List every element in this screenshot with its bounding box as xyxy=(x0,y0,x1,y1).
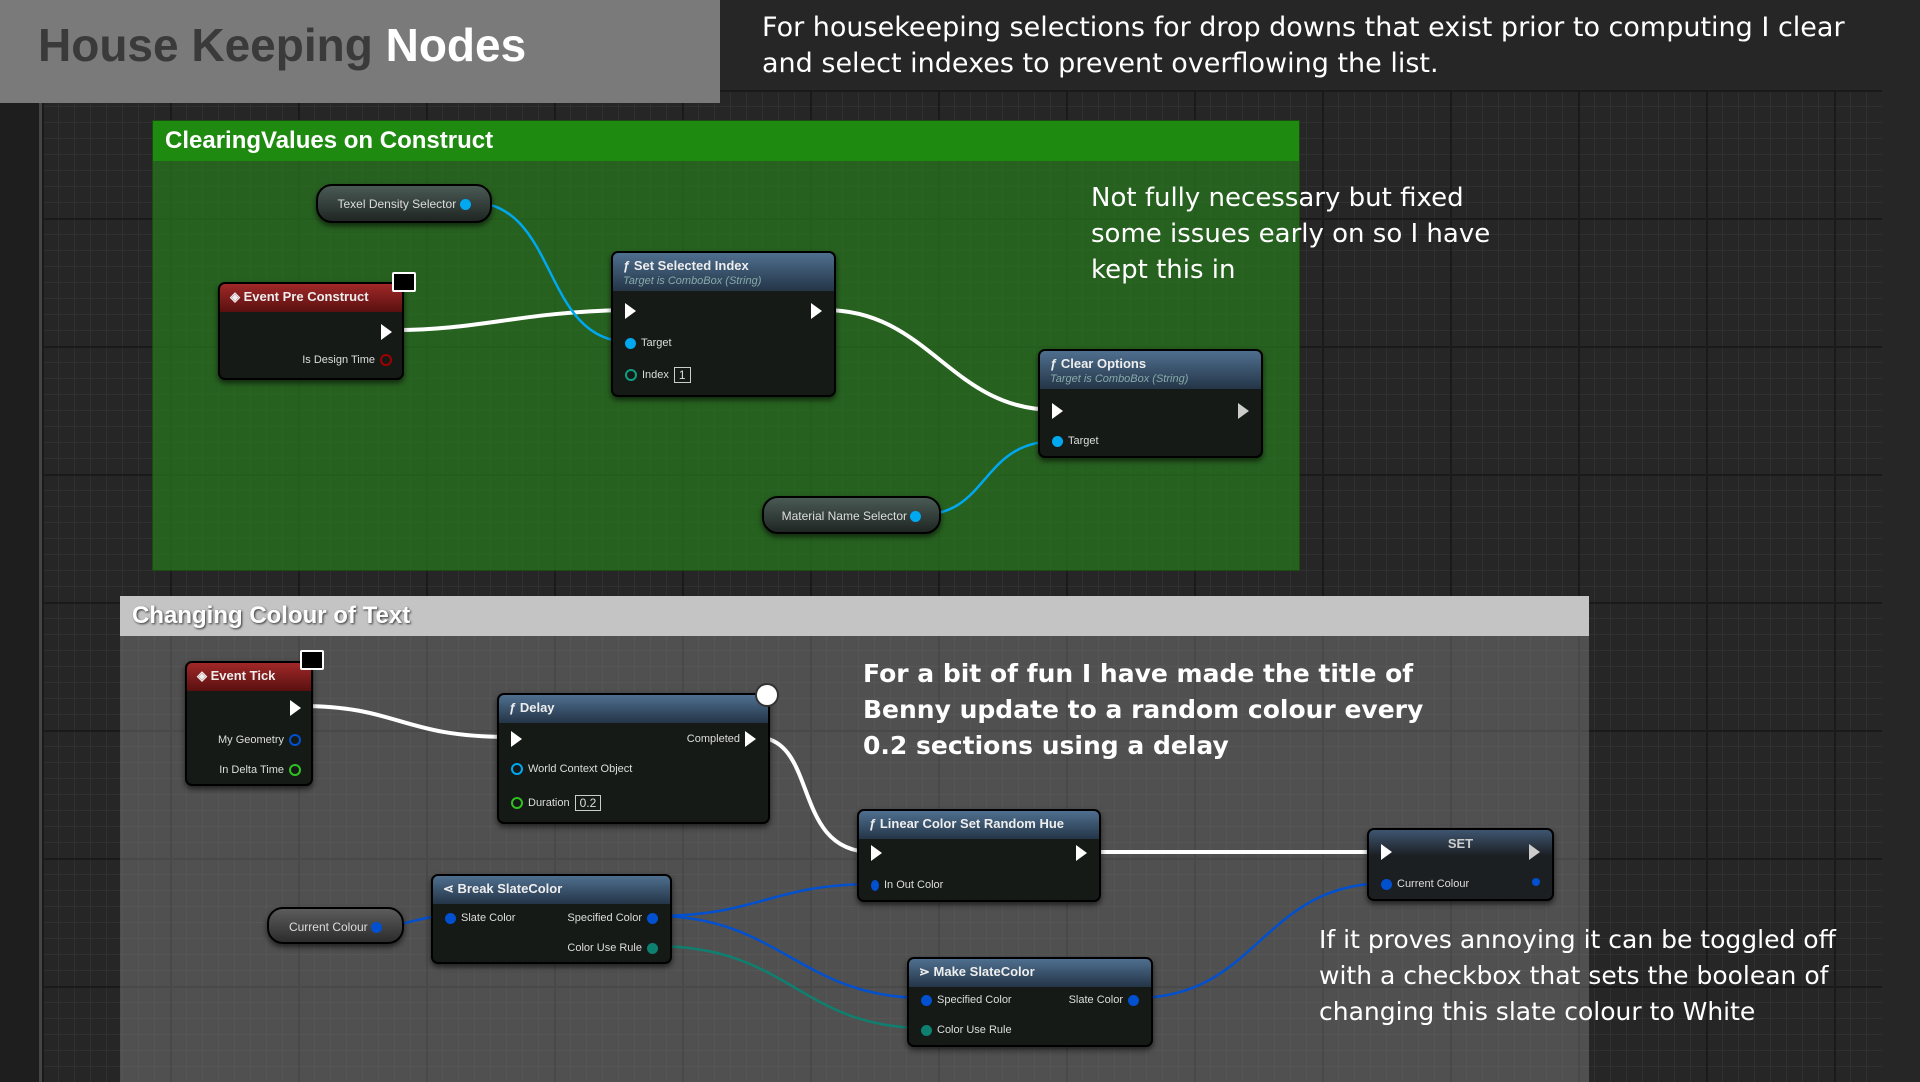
exec-out-pin[interactable] xyxy=(1076,845,1087,861)
color-use-rule-out-pin[interactable]: Color Use Rule xyxy=(567,942,658,954)
latent-clock-icon xyxy=(755,683,779,707)
node-title: Break SlateColor xyxy=(457,881,563,896)
world-context-pin[interactable]: World Context Object xyxy=(511,763,632,775)
exec-in-pin[interactable] xyxy=(871,845,882,861)
var-label: Current Colour xyxy=(288,920,368,934)
my-geometry-pin[interactable]: My Geometry xyxy=(218,734,301,746)
var-label: Material Name Selector xyxy=(781,509,908,523)
break-slatecolor-node[interactable]: ⋖ Break SlateColor Slate Color Specified… xyxy=(431,874,672,964)
node-title: Set Selected Index xyxy=(633,258,749,273)
node-header: ⋗ Make SlateColor xyxy=(909,959,1151,987)
completed-pin[interactable]: Completed xyxy=(687,731,756,747)
node-title: SET xyxy=(1369,830,1552,856)
node-header: ◈ Event Tick xyxy=(187,663,311,691)
client-icon xyxy=(392,272,416,292)
specified-color-out-pin[interactable]: Specified Color xyxy=(567,912,658,924)
title-suffix: Nodes xyxy=(385,19,527,71)
title-prefix: House Keeping xyxy=(38,19,373,71)
note-not-necessary: Not fully necessary but fixed some issue… xyxy=(1091,183,1491,285)
object-pin[interactable] xyxy=(910,511,922,523)
color-use-rule-in-pin[interactable]: Color Use Rule xyxy=(921,1024,1012,1036)
exec-out-pin[interactable] xyxy=(1529,844,1540,860)
material-name-selector-node[interactable]: Material Name Selector xyxy=(762,496,941,534)
is-design-time-pin[interactable]: Is Design Time xyxy=(302,354,392,366)
exec-in-pin[interactable] xyxy=(1381,844,1392,860)
duration-input[interactable]: 0.2 xyxy=(574,795,602,811)
target-pin[interactable]: Target xyxy=(625,337,672,349)
node-header: ⋖ Break SlateColor xyxy=(433,876,670,904)
node-title: Event Tick xyxy=(210,668,276,683)
texel-density-selector-node[interactable]: Texel Density Selector xyxy=(316,184,492,223)
node-title: Make SlateColor xyxy=(933,964,1035,979)
exec-out-pin[interactable] xyxy=(811,303,822,319)
delay-node[interactable]: ƒ Delay Completed World Context Object D… xyxy=(497,693,770,824)
comment-title[interactable]: Changing Colour of Text xyxy=(120,596,1589,636)
exec-out-pin[interactable] xyxy=(1238,403,1249,419)
in-out-color-pin[interactable]: In Out Color xyxy=(871,879,943,891)
delta-time-pin[interactable]: In Delta Time xyxy=(219,764,301,776)
comment-title[interactable]: ClearingValues on Construct xyxy=(153,121,1299,161)
current-colour-out-pin[interactable] xyxy=(1532,878,1540,886)
note-toggle: If it proves annoying it can be toggled … xyxy=(1319,925,1836,1026)
note-fun: For a bit of fun I have made the title o… xyxy=(863,659,1424,760)
exec-out-pin[interactable] xyxy=(290,700,301,716)
page-title: House Keeping Nodes xyxy=(0,0,720,103)
slate-color-in-pin[interactable]: Slate Color xyxy=(445,912,515,924)
var-label: Texel Density Selector xyxy=(337,197,457,211)
exec-out-pin[interactable] xyxy=(381,324,392,340)
exec-in-pin[interactable] xyxy=(1052,403,1063,419)
index-input[interactable]: 1 xyxy=(673,367,691,383)
node-header: ◈ Event Pre Construct xyxy=(220,284,402,312)
target-pin[interactable]: Target xyxy=(1052,435,1099,447)
specified-color-in-pin[interactable]: Specified Color xyxy=(921,994,1012,1006)
struct-pin[interactable] xyxy=(371,922,383,934)
current-colour-var-node[interactable]: Current Colour xyxy=(267,907,404,944)
linear-color-random-hue-node[interactable]: ƒ Linear Color Set Random Hue In Out Col… xyxy=(857,809,1101,902)
current-colour-pin[interactable]: Current Colour xyxy=(1381,878,1469,890)
exec-in-pin[interactable] xyxy=(625,303,636,319)
node-title: Event Pre Construct xyxy=(243,289,369,304)
node-header: ƒ Delay xyxy=(499,695,768,723)
client-icon xyxy=(300,650,324,670)
set-current-colour-node[interactable]: SET Current Colour xyxy=(1367,828,1554,901)
event-tick-node[interactable]: ◈ Event Tick My Geometry In Delta Time xyxy=(185,661,313,786)
make-slatecolor-node[interactable]: ⋗ Make SlateColor Specified Color Slate … xyxy=(907,957,1153,1047)
node-title: Linear Color Set Random Hue xyxy=(879,816,1065,831)
top-note: For housekeeping selections for drop dow… xyxy=(762,12,1845,79)
node-header: ƒ Linear Color Set Random Hue xyxy=(859,811,1099,839)
exec-in-pin[interactable] xyxy=(511,731,522,747)
node-subtitle: Target is ComboBox (String) xyxy=(623,275,762,287)
object-pin[interactable] xyxy=(459,199,471,211)
node-title: Delay xyxy=(519,700,555,715)
slate-color-out-pin[interactable]: Slate Color xyxy=(1069,994,1139,1006)
left-panel-edge xyxy=(0,103,42,1082)
node-title: Clear Options xyxy=(1060,356,1147,371)
node-subtitle: Target is ComboBox (String) xyxy=(1050,373,1189,385)
event-pre-construct-node[interactable]: ◈ Event Pre Construct Is Design Time xyxy=(218,282,404,380)
